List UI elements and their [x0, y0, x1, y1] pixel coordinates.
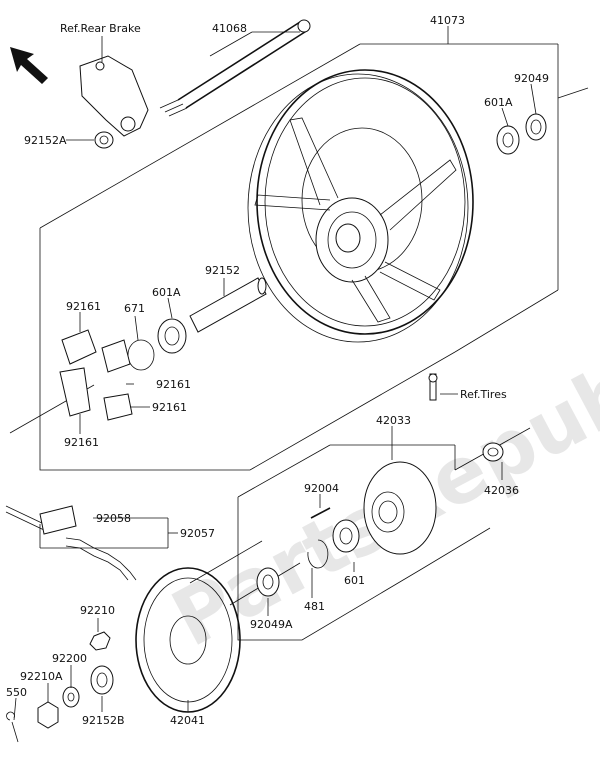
label-92058: 92058 [96, 512, 131, 525]
circlip-481 [307, 539, 329, 569]
label-92210a: 92210A [20, 670, 63, 683]
o-ring-671 [127, 339, 155, 371]
drive-chain [5, 505, 137, 581]
label-92049a: 92049A [250, 618, 293, 631]
label-ref-tires: Ref.Tires [460, 388, 507, 401]
dampers-92161 [59, 329, 133, 421]
label-92004: 92004 [304, 482, 339, 495]
label-601: 601 [344, 574, 365, 587]
label-601a-mid: 601A [152, 286, 181, 299]
label-671: 671 [124, 302, 145, 315]
bearing-601a-top [496, 125, 520, 155]
label-550: 550 [6, 686, 27, 699]
seal-92049a [256, 567, 280, 597]
part-labels: Ref.Rear Brake 41068 41073 92049 601A 92… [6, 14, 549, 727]
label-92161-c: 92161 [152, 401, 187, 414]
label-ref-rear-brake: Ref.Rear Brake [60, 22, 141, 35]
label-42033: 42033 [376, 414, 411, 427]
label-92200: 92200 [52, 652, 87, 665]
washer-92200 [62, 686, 80, 708]
collar-92152a [94, 131, 114, 149]
axle-41068 [159, 19, 311, 117]
label-92161-a: 92161 [66, 300, 101, 313]
seal-92049-top [525, 113, 547, 141]
bearing-601 [332, 519, 360, 553]
collar-42036 [482, 442, 504, 462]
leader-lines [13, 26, 537, 721]
tire-valve [428, 373, 438, 401]
label-92152: 92152 [205, 264, 240, 277]
label-41068: 41068 [212, 22, 247, 35]
rear-wheel [247, 69, 474, 343]
direction-arrow-icon [10, 47, 48, 84]
label-92152b: 92152B [82, 714, 125, 727]
label-92152a: 92152A [24, 134, 67, 147]
brake-bracket [79, 55, 149, 137]
cotter-pin-550 [6, 711, 19, 743]
label-481: 481 [304, 600, 325, 613]
label-92161-b: 92161 [156, 378, 191, 391]
label-92057: 92057 [180, 527, 215, 540]
nut-92210a [37, 701, 59, 729]
bearing-601a-mid [157, 318, 187, 354]
nut-92210 [89, 631, 111, 651]
label-42041: 42041 [170, 714, 205, 727]
label-92161-d: 92161 [64, 436, 99, 449]
sprocket-hub-42033 [363, 461, 437, 555]
label-92210: 92210 [80, 604, 115, 617]
stud-92004 [310, 507, 331, 519]
label-41073: 41073 [430, 14, 465, 27]
collar-92152b [90, 665, 114, 695]
label-601a-top: 601A [484, 96, 513, 109]
spacer-92152 [189, 277, 267, 333]
label-92049: 92049 [514, 72, 549, 85]
label-42036: 42036 [484, 484, 519, 497]
